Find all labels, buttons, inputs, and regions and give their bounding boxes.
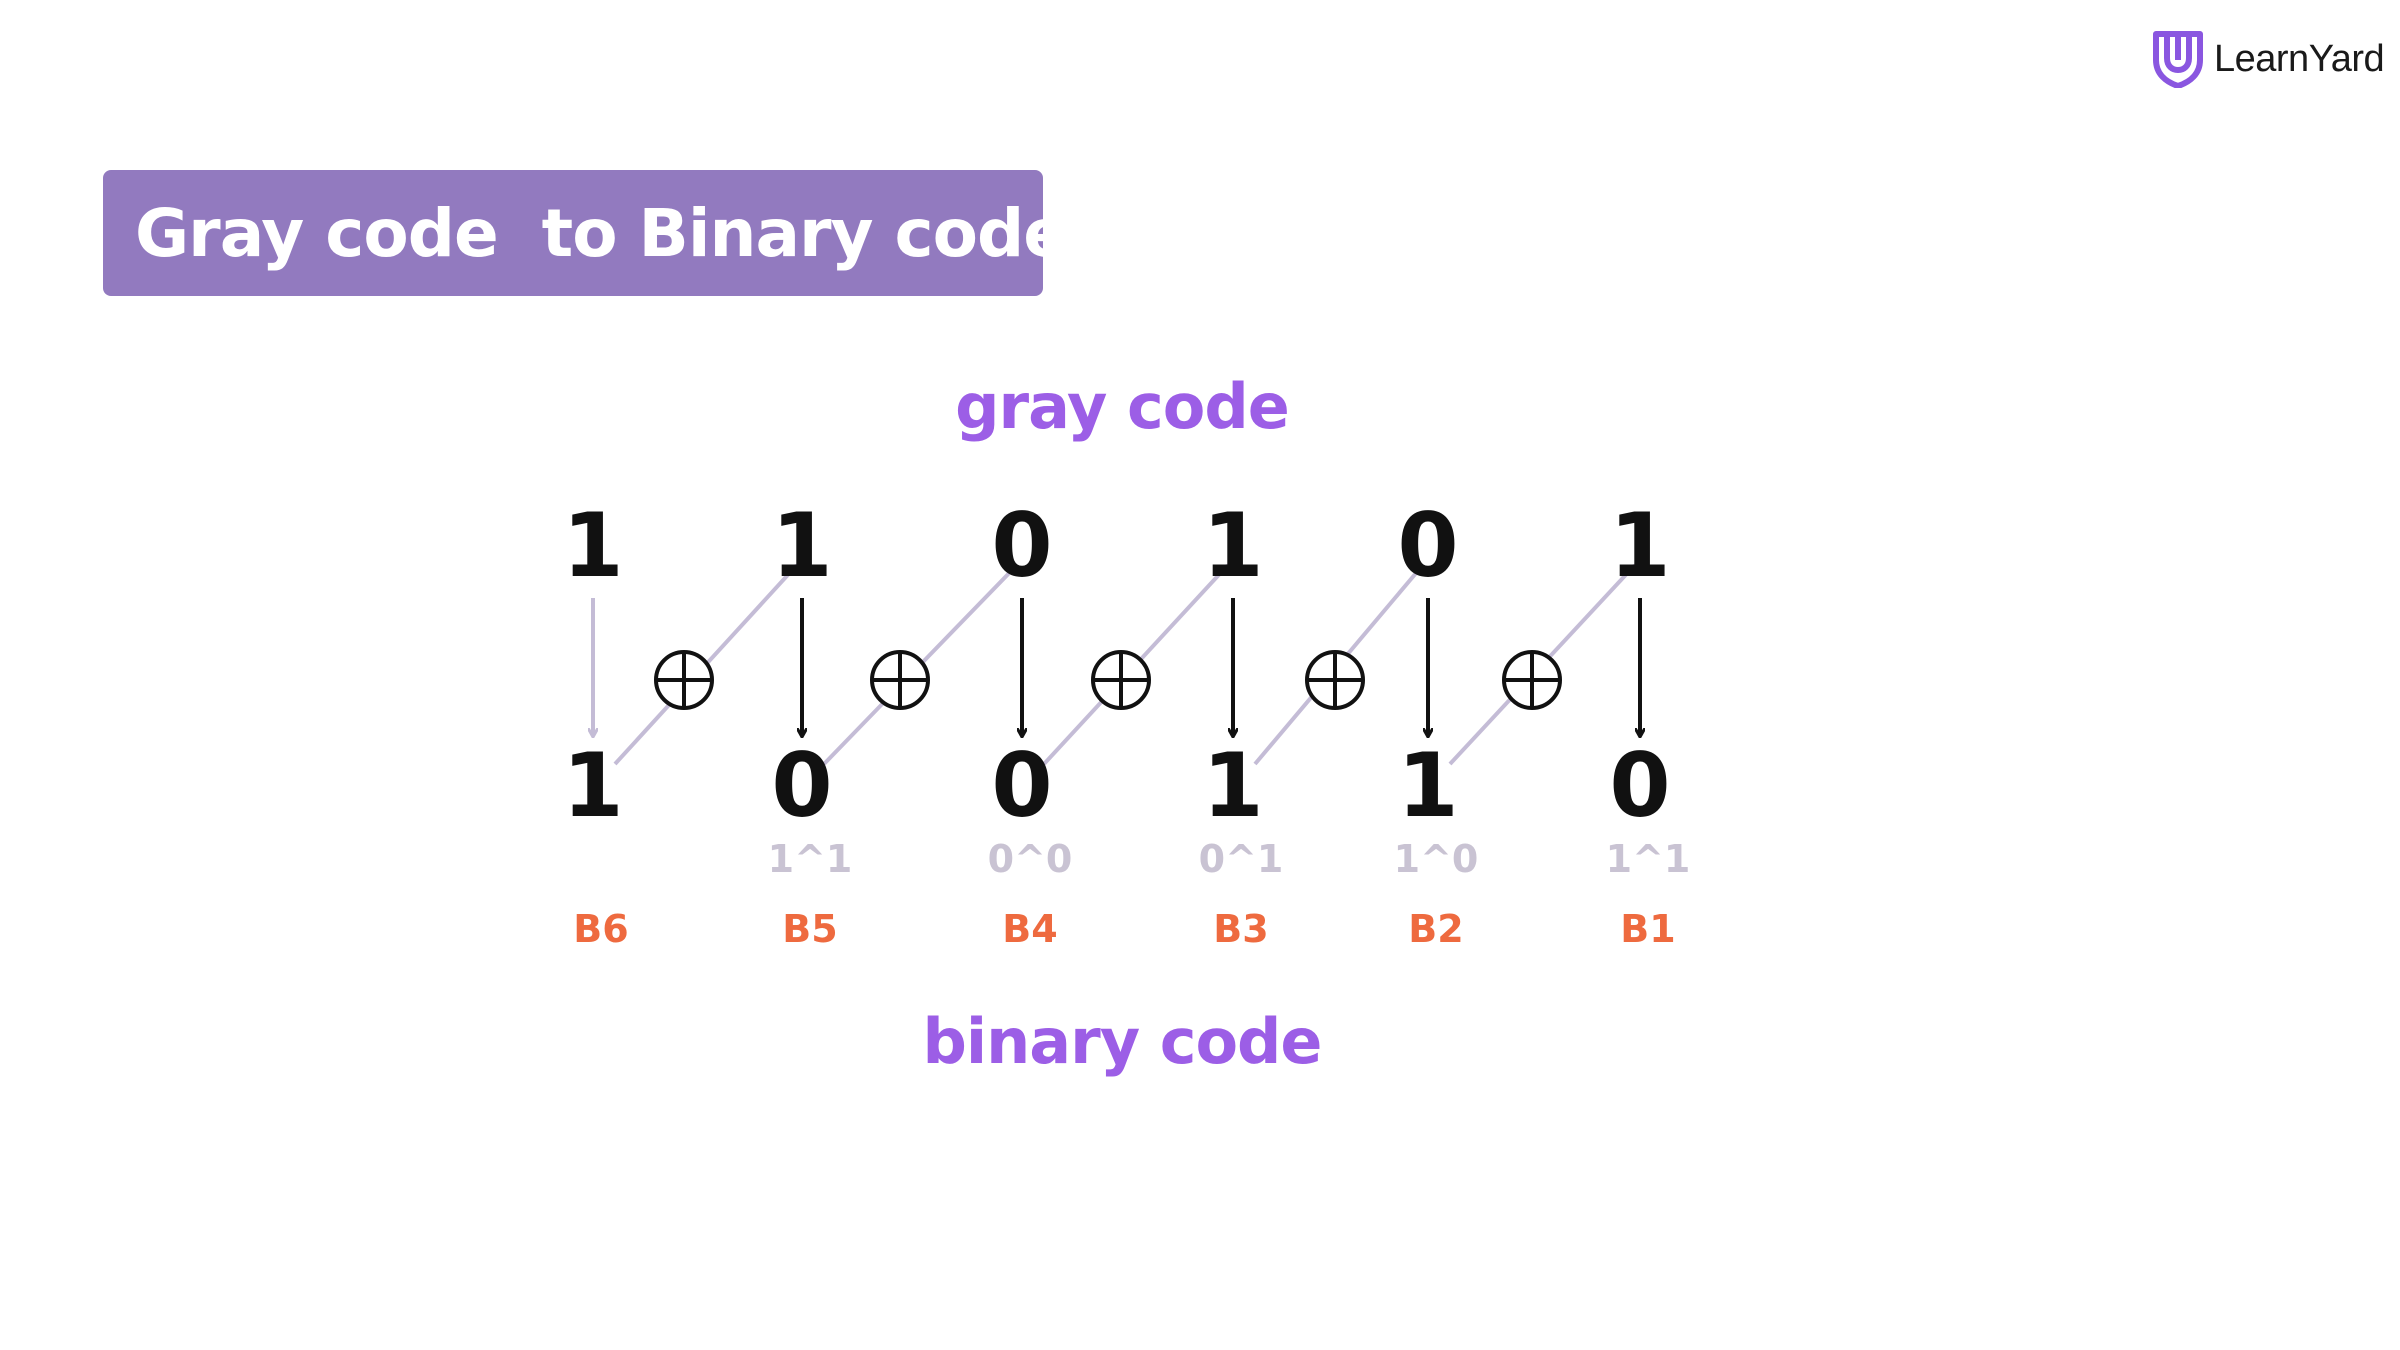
- binary-bit-3: 0: [991, 734, 1052, 837]
- binary-bit-5: 1: [1397, 734, 1458, 837]
- binary-bit-2: 0: [771, 734, 832, 837]
- title-banner: Gray code to Binary code: [103, 170, 1068, 296]
- brand-name: LearnYard: [2214, 37, 2385, 80]
- bit-label-b3: B3: [1213, 907, 1268, 951]
- binary-bit-1: 1: [562, 734, 623, 837]
- xor-note-3: 0^0: [988, 837, 1073, 881]
- xor-operator-layer: [654, 650, 1562, 710]
- binary-bit-6: 0: [1609, 734, 1670, 837]
- gray-bit-4: 1: [1202, 494, 1263, 597]
- bit-label-b2: B2: [1408, 907, 1463, 951]
- xor-circle-icon: [1091, 650, 1151, 710]
- brand-logo: LearnYard: [2152, 28, 2385, 90]
- xor-circle-icon: [1502, 650, 1562, 710]
- gray-bit-3: 0: [991, 494, 1052, 597]
- page-title: Gray code to Binary code: [135, 194, 1068, 272]
- bit-label-b4: B4: [1002, 907, 1057, 951]
- xor-circle-icon: [1305, 650, 1365, 710]
- xor-note-2: 1^1: [768, 837, 853, 881]
- bit-label-b5: B5: [782, 907, 837, 951]
- gray-bit-6: 1: [1609, 494, 1670, 597]
- xor-circle-icon: [870, 650, 930, 710]
- binary-bit-4: 1: [1202, 734, 1263, 837]
- shield-logo-icon: [2153, 31, 2203, 88]
- binary-code-heading: binary code: [922, 1005, 1323, 1078]
- xor-circle-icon: [654, 650, 714, 710]
- xor-note-5: 1^0: [1394, 837, 1479, 881]
- gray-code-heading: gray code: [955, 370, 1290, 443]
- xor-note-4: 0^1: [1199, 837, 1284, 881]
- gray-bit-1: 1: [562, 494, 623, 597]
- gray-bit-2: 1: [771, 494, 832, 597]
- xor-note-6: 1^1: [1606, 837, 1691, 881]
- bit-label-b1: B1: [1620, 907, 1675, 951]
- bit-label-b6: B6: [573, 907, 628, 951]
- gray-bit-5: 0: [1397, 494, 1458, 597]
